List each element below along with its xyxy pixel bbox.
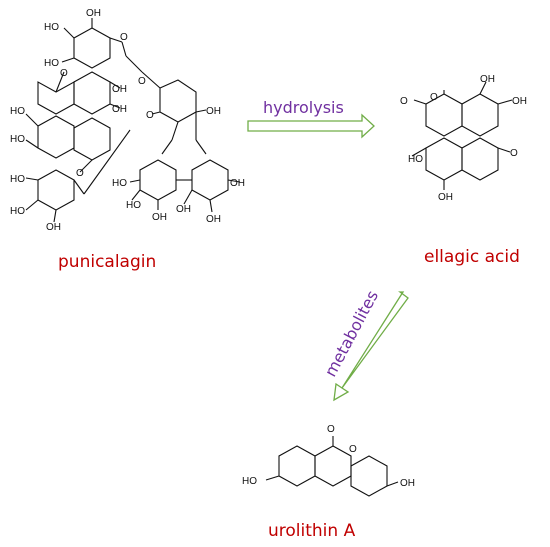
metabolites-arrow [333,291,409,402]
metabolites-arrow-shape [333,291,409,402]
atom-oh: OH [400,478,415,489]
ring-left-b [37,81,75,115]
atom-o: O [400,96,408,107]
ring-bottom-mid-b [191,159,229,201]
atom-oh: HO [44,58,59,69]
ellagic-acid-label: ellagic acid [424,247,520,267]
atom-oh: OH [152,212,167,223]
atom-oh: HO [10,206,25,217]
atom-oh: OH [512,96,527,107]
ring-left-a [73,71,111,115]
hydrolysis-label: hydrolysis [263,98,344,117]
ring-left-c [37,115,75,159]
atom-oh: HO [10,106,25,117]
punicalagin-structure: OH HO HO O O O OH OH HO HO O HO HO OH OH… [10,8,245,233]
atom-oh: OH [480,74,495,85]
hydrolysis-arrow-shape [247,113,375,139]
atom-oh: OH [112,84,127,95]
atom-oh: OH [230,178,245,189]
atom-o: O [146,110,154,121]
atom-oh: OH [176,204,191,215]
ring-left-d [73,117,111,161]
ring-ea-3 [425,137,463,181]
atom-oh: OH [438,192,453,203]
atom-oh: HO [44,22,59,33]
atom-o: O [60,68,68,79]
atom-o: O [430,92,438,103]
atom-o: O [510,148,518,159]
atom-oh: OH [112,104,127,115]
ring-bottom-mid-a [139,159,177,201]
atom-oh: HO [10,174,25,185]
atom-oh: OH [46,222,61,233]
punicalagin-label: punicalagin [58,252,156,272]
ring-ua-1 [278,445,316,487]
atom-oh: HO [408,154,423,165]
ring-ua-2 [314,445,352,487]
urolithin-a-structure: O O HO OH [242,424,415,497]
ring-ea-4 [461,137,499,181]
ellagic-acid-structure: O OH OH O HO OH O [400,74,527,203]
atom-oh: OH [206,214,221,225]
atom-o: O [76,168,84,179]
urolithin-a-label: urolithin A [268,521,356,541]
ring-bottom-left [37,169,75,211]
ring-ea-1 [461,93,499,137]
atom-o: O [349,444,357,455]
atom-oh: HO [126,200,141,211]
atom-oh: HO [10,134,25,145]
atom-oh: OH [86,8,101,19]
atom-o: O [138,76,146,87]
atom-oh: HO [112,178,127,189]
ring-ua-3 [350,455,388,497]
metabolites-label: metabolites [321,287,382,380]
atom-oh: OH [206,106,221,117]
atom-o: O [327,424,335,435]
atom-oh: HO [242,476,257,487]
atom-o: O [120,32,128,43]
glucose-ring [159,79,197,123]
ring-top [73,27,111,69]
hydrolysis-arrow [247,113,375,139]
